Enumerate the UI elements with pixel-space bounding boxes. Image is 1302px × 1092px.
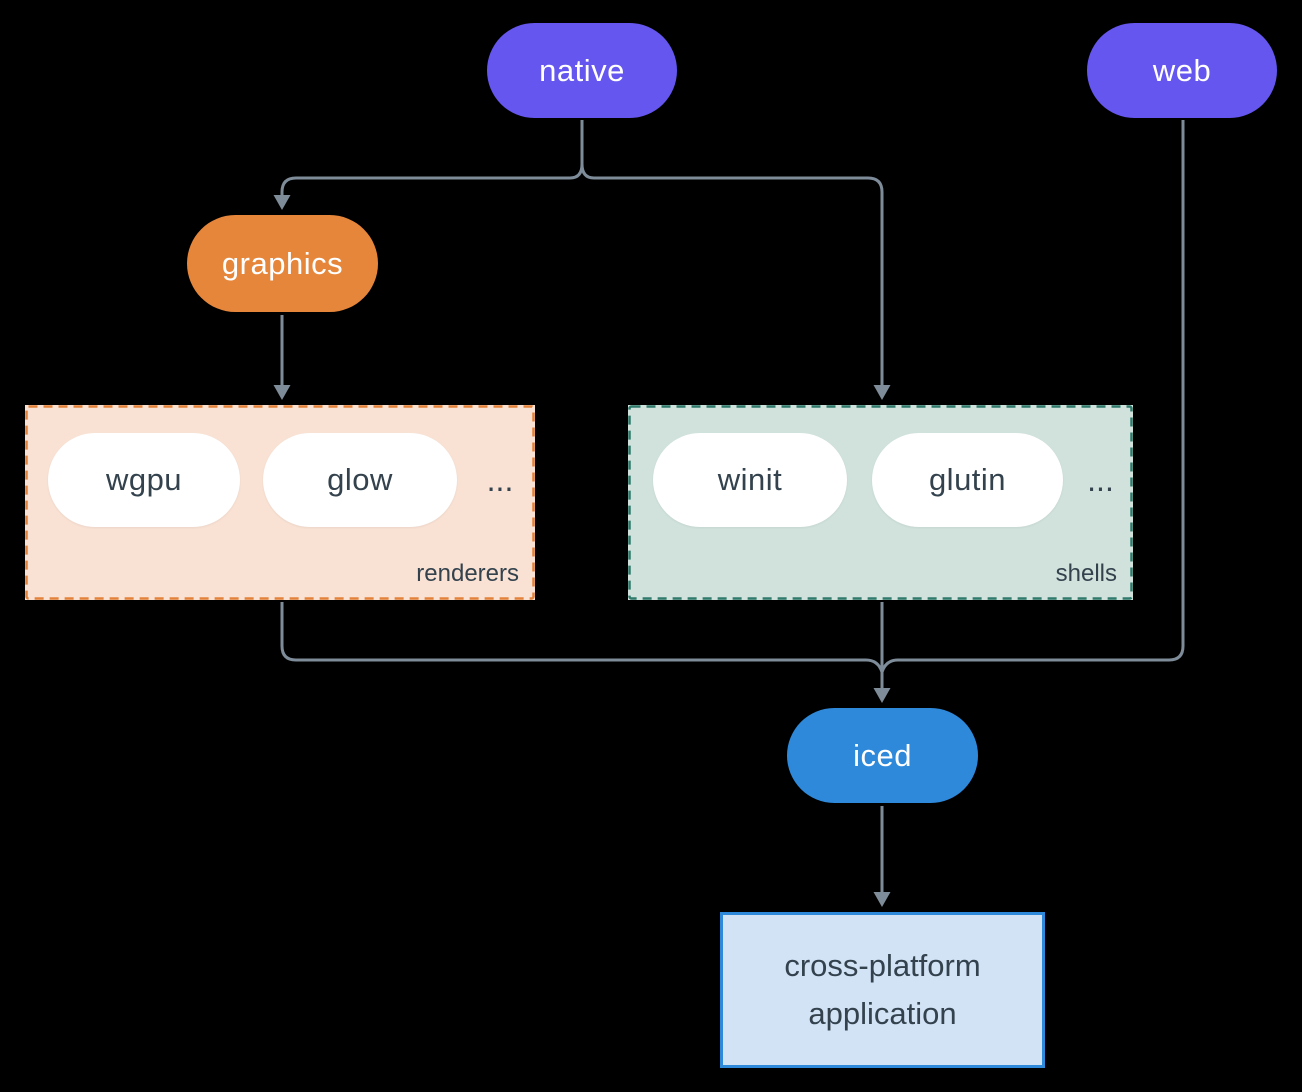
node-web: web bbox=[1087, 23, 1277, 118]
shells-dashed-border bbox=[628, 405, 1133, 600]
node-native: native bbox=[487, 23, 677, 118]
arrowhead-graphics-icon bbox=[273, 195, 291, 210]
edge-renderers-iced bbox=[280, 602, 884, 673]
node-cross-platform-application: cross-platform application bbox=[720, 912, 1045, 1068]
shells-label: shells bbox=[1055, 560, 1117, 587]
application-label-line2: application bbox=[808, 996, 957, 1031]
edge-native-shells bbox=[580, 120, 884, 386]
application-label-line1: cross-platform bbox=[784, 947, 981, 983]
arrowhead-shells-icon bbox=[873, 385, 891, 400]
arrowhead-application-icon bbox=[873, 892, 891, 907]
renderers-dashed-border bbox=[25, 405, 535, 600]
group-renderers: wgpu glow ... renderers bbox=[25, 405, 535, 600]
group-shells: winit glutin ... shells bbox=[628, 405, 1133, 600]
node-iced: iced bbox=[787, 708, 978, 803]
edge-web-iced bbox=[880, 120, 1185, 673]
arrowhead-renderers-icon bbox=[273, 385, 291, 400]
node-glow: glow bbox=[263, 433, 457, 527]
node-glutin: glutin bbox=[872, 433, 1063, 527]
node-wgpu: wgpu bbox=[48, 433, 240, 527]
renderers-ellipsis: ... bbox=[486, 461, 514, 498]
arrowhead-iced-icon bbox=[873, 688, 891, 703]
node-winit: winit bbox=[653, 433, 847, 527]
shells-ellipsis: ... bbox=[1087, 461, 1114, 498]
edge-native-graphics bbox=[280, 120, 584, 196]
renderers-label: renderers bbox=[416, 560, 519, 587]
node-graphics: graphics bbox=[187, 215, 378, 312]
